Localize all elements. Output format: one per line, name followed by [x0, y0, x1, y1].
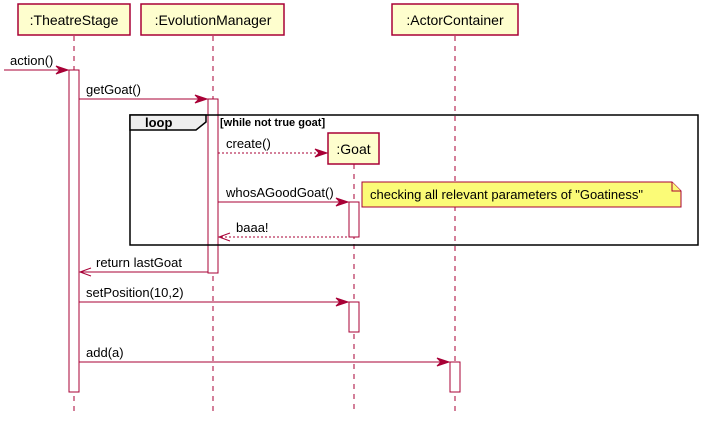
loop-label: loop	[145, 115, 172, 130]
message-return-last-goat-label: return lastGoat	[96, 255, 182, 270]
message-whos-a-good-goat-label: whosAGoodGoat()	[225, 185, 334, 200]
message-return-last-goat: return lastGoat	[78, 255, 208, 277]
participant-actor-container[interactable]: :ActorContainer	[391, 3, 519, 36]
loop-guard: [while not true goat]	[220, 117, 325, 129]
message-baaa-label: baaa!	[236, 220, 269, 235]
participant-actor-container-label: :ActorContainer	[406, 12, 504, 28]
message-baaa: baaa!	[217, 220, 349, 242]
note-text: checking all relevant parameters of "Goa…	[370, 187, 643, 202]
activation-goat-2	[348, 301, 360, 333]
message-get-goat: getGoat()	[79, 82, 209, 104]
message-add-label: add(a)	[86, 345, 124, 360]
participant-evolution-manager[interactable]: :EvolutionManager	[140, 3, 285, 36]
message-action: action()	[4, 53, 70, 75]
message-action-label: action()	[10, 53, 53, 68]
participant-goat[interactable]: :Goat	[327, 132, 380, 165]
note: checking all relevant parameters of "Goa…	[361, 181, 682, 208]
participant-goat-label: :Goat	[336, 141, 370, 157]
message-add: add(a)	[79, 345, 451, 367]
activation-actor-container	[449, 361, 461, 393]
participant-theatre-stage[interactable]: :TheatreStage	[17, 3, 131, 36]
activation-theatre-stage	[68, 69, 80, 393]
loop-frame: loop [while not true goat]	[129, 114, 699, 246]
message-set-position-label: setPosition(10,2)	[86, 285, 184, 300]
message-create-label: create()	[226, 136, 271, 151]
participant-theatre-stage-label: :TheatreStage	[30, 12, 119, 28]
participant-evolution-manager-label: :EvolutionManager	[155, 12, 272, 28]
message-create: create()	[218, 136, 329, 158]
activation-goat-1	[348, 201, 360, 238]
message-set-position: setPosition(10,2)	[79, 285, 350, 307]
message-get-goat-label: getGoat()	[86, 82, 141, 97]
activation-evolution-manager	[207, 98, 219, 274]
message-whos-a-good-goat: whosAGoodGoat()	[218, 185, 350, 207]
